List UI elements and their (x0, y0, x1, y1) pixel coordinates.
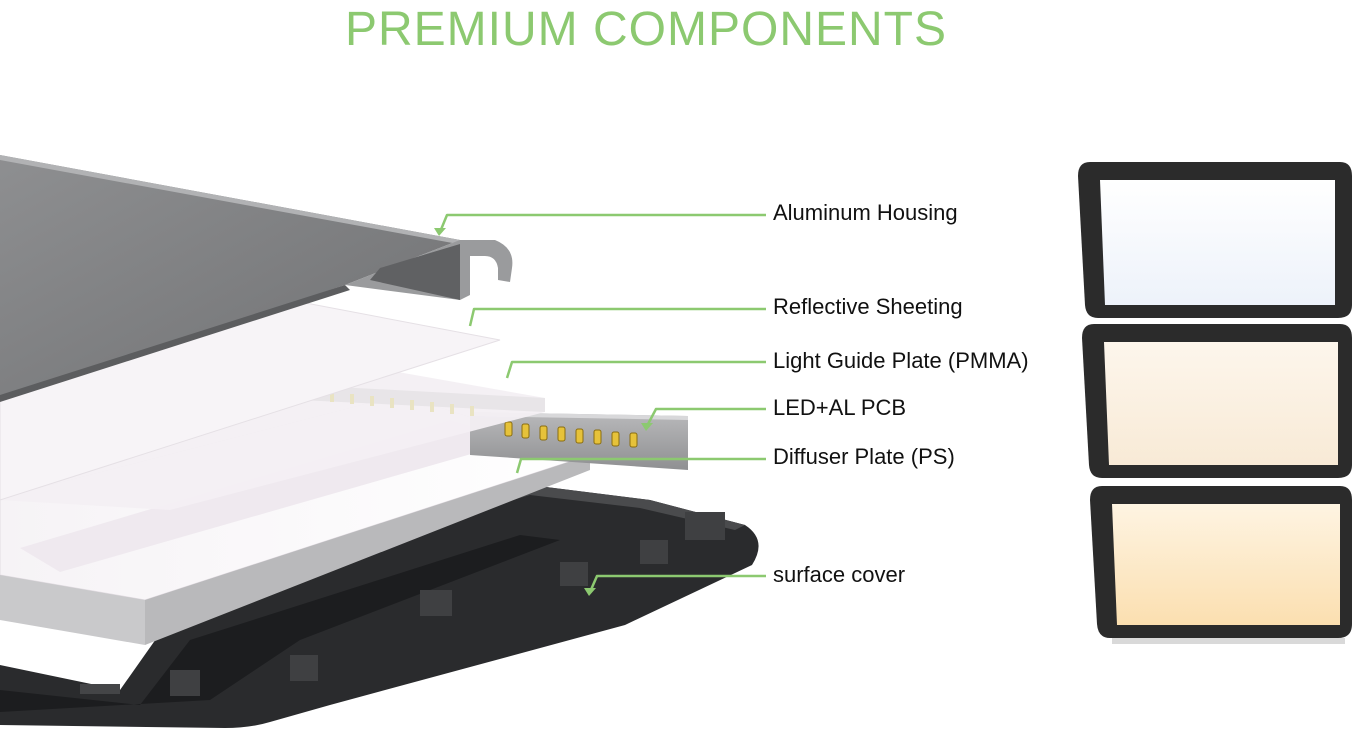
callout-lines (438, 213, 766, 593)
callout-line-led-pcb (645, 407, 766, 427)
warm-white-panel (1090, 486, 1352, 644)
callout-line-surface-cover (588, 574, 766, 593)
callout-line-diffuser-plate (515, 457, 766, 474)
cool-white-panel (1078, 162, 1352, 318)
label-diffuser-plate: Diffuser Plate (PS) (773, 444, 955, 469)
label-surface-cover: surface cover (773, 562, 906, 587)
light-guide-plate-part (0, 360, 545, 510)
callout-line-reflective-sheeting (468, 307, 766, 327)
callout-line-aluminum-housing (438, 213, 766, 233)
label-led-al-pcb: LED+AL PCB (773, 395, 907, 420)
label-reflective-sheeting: Reflective Sheeting (773, 294, 963, 319)
label-aluminum-housing: Aluminum Housing (773, 200, 958, 225)
neutral-white-panel (1082, 324, 1352, 478)
surface-cover-part (0, 485, 759, 728)
label-light-guide-plate: Light Guide Plate (PMMA) (773, 348, 1029, 373)
aluminum-housing-part (0, 155, 513, 402)
page-title: PREMIUM COMPONENTS (344, 3, 947, 56)
callout-arrowheads (434, 228, 653, 596)
callout-line-light-guide-plate (505, 360, 766, 379)
